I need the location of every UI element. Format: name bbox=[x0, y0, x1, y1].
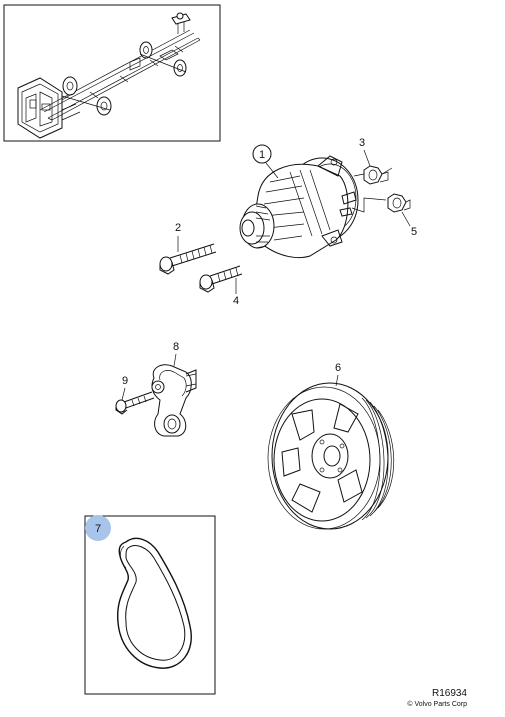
nut-lower bbox=[387, 193, 411, 213]
callout-3-label: 3 bbox=[359, 137, 365, 149]
tensioner-bolt bbox=[115, 391, 155, 415]
callout-6: 6 bbox=[335, 362, 341, 387]
callout-2: 2 bbox=[175, 222, 181, 252]
alternator bbox=[239, 155, 359, 258]
nut-upper bbox=[363, 165, 389, 185]
drive-belt bbox=[116, 537, 192, 669]
belt-frame bbox=[84, 515, 216, 695]
callout-7-label: 7 bbox=[95, 523, 101, 535]
bolt-short bbox=[199, 265, 243, 293]
callout-3: 3 bbox=[359, 137, 371, 167]
figure-reference-code: R16934 bbox=[431, 688, 467, 699]
callout-7-highlight bbox=[85, 515, 111, 541]
chassis-overview-inset bbox=[3, 4, 221, 142]
callout-1-label: 1 bbox=[259, 149, 265, 161]
callout-8-label: 8 bbox=[173, 341, 179, 353]
truck-chassis-drawing bbox=[17, 12, 201, 139]
callout-1: 1 bbox=[252, 144, 279, 179]
callout-4: 4 bbox=[233, 278, 239, 307]
callout-8: 8 bbox=[173, 341, 179, 367]
callout-5: 5 bbox=[401, 211, 417, 238]
callout-9: 9 bbox=[121, 375, 128, 401]
callout-6-label: 6 bbox=[335, 362, 341, 374]
drive-belt-box bbox=[84, 515, 216, 695]
inset-frame bbox=[3, 4, 221, 142]
belt-tensioner bbox=[151, 364, 197, 437]
copyright-notice: © Volvo Parts Corp bbox=[407, 701, 467, 708]
crankshaft-pulley bbox=[267, 382, 395, 530]
callout-5-label: 5 bbox=[411, 226, 417, 238]
callout-7-highlighted[interactable]: 7 bbox=[85, 515, 111, 541]
bolt-long bbox=[159, 243, 217, 275]
callout-2-label: 2 bbox=[175, 222, 181, 234]
callout-9-label: 9 bbox=[122, 375, 128, 387]
callout-4-label: 4 bbox=[233, 295, 239, 307]
